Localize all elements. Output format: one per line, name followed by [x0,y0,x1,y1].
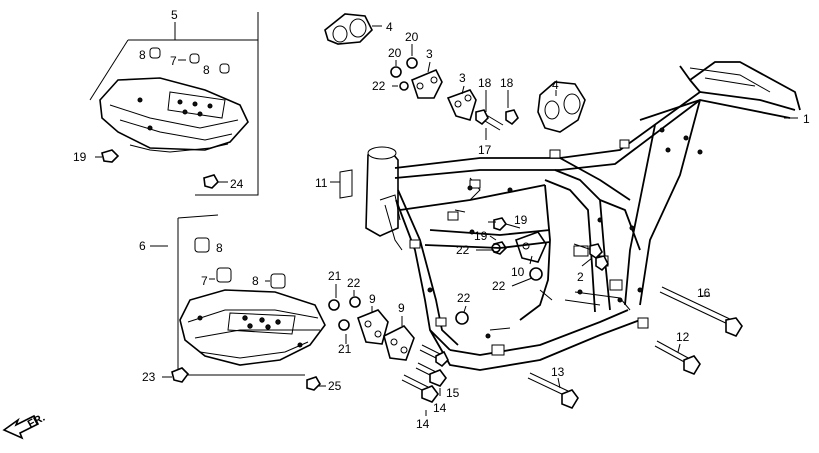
callout-9: 9 [369,292,376,306]
rubber-bushing [216,267,232,283]
bolt [203,174,219,189]
callout-20: 20 [405,30,419,44]
engine-hanger-plate [514,231,547,263]
callout-5: 5 [171,8,178,22]
nut [455,311,469,325]
direction-label: FR. [26,412,47,431]
nut [328,299,340,311]
callout-14: 14 [433,401,447,415]
callout-23: 23 [142,370,156,384]
bolt [505,109,519,126]
frame-tab [609,279,623,291]
callout-25: 25 [328,379,342,393]
nut [529,267,543,281]
callout-14: 14 [416,417,430,431]
callout-17: 17 [478,143,492,157]
callout-19: 19 [474,229,488,243]
main-frame [339,61,801,371]
callout-13: 13 [551,365,565,379]
bolt [475,109,489,126]
callout-22: 22 [372,79,386,93]
callout-11: 11 [315,176,328,190]
frame-tab [619,139,630,149]
washer [399,81,409,91]
front-direction-arrow: FR. [2,412,47,440]
callout-3: 3 [459,71,466,85]
frame-tab [549,149,561,159]
callout-18: 18 [500,76,514,90]
bolt [421,385,439,403]
bolts [401,243,743,409]
steering-head [365,147,399,237]
callout-numbers: 1 2 3 3 4 4 5 6 7 7 8 8 8 8 9 9 10 11 12… [73,8,810,431]
callout-1: 1 [803,112,810,126]
bolt [589,243,603,260]
callout-4: 4 [386,20,393,34]
callout-8: 8 [216,241,223,255]
engine-hanger-plate [411,68,443,99]
callout-12: 12 [676,330,690,344]
callout-9: 9 [398,301,405,315]
bolt [306,376,321,391]
callout-24: 24 [230,177,244,191]
callout-22: 22 [456,243,470,257]
callout-10: 10 [511,265,525,279]
nut [349,296,361,308]
callout-7: 7 [170,54,177,68]
callout-8: 8 [203,63,210,77]
upper-skid-plate-group [89,12,259,196]
rubber-bushing [219,63,230,74]
frame-tab [469,179,481,189]
bolt [595,255,609,272]
callout-6: 6 [139,239,146,253]
callout-3: 3 [426,47,433,61]
bolt [171,367,190,383]
frame-tab [435,317,447,327]
bolt [561,389,579,409]
lower-skid-plate [179,289,326,366]
bolt [429,369,447,387]
callout-22: 22 [347,276,361,290]
rubber-bushing [270,273,286,289]
leader-lines [162,25,798,416]
callout-16: 16 [697,286,711,300]
callout-19: 19 [514,213,528,227]
bolt [101,149,120,163]
nut [390,66,402,78]
frame-tab [447,211,459,221]
bolt [493,217,508,231]
callout-15: 15 [446,386,460,400]
frame-tab [637,317,649,329]
callout-22: 22 [457,291,471,305]
callout-2: 2 [577,270,584,284]
callout-20: 20 [388,46,402,60]
engine-hanger-plate [383,325,415,361]
frame-tab [491,344,505,356]
lower-skid-plate-group [150,214,326,391]
callout-22: 22 [492,279,506,293]
nut [406,57,418,69]
bolt [725,317,743,337]
engine-hanger-plate [357,309,389,345]
callout-8: 8 [139,48,146,62]
callout-7: 7 [201,274,208,288]
rubber-bushing [194,237,210,253]
upper-skid-plate [99,77,249,151]
nut [338,319,350,331]
callout-19: 19 [73,150,87,164]
rubber-bushing [189,53,200,64]
engine-hanger-plate [446,89,477,121]
engine-hangers [324,13,586,361]
frame-tab [409,239,421,249]
callout-4: 4 [552,78,559,92]
callout-8: 8 [252,274,259,288]
callout-21: 21 [338,342,352,356]
rubber-bushing [149,47,161,59]
callout-21: 21 [328,269,342,283]
bolt [435,350,449,368]
steering-nut [339,169,353,199]
callout-18: 18 [478,76,492,90]
bolt [683,355,701,375]
